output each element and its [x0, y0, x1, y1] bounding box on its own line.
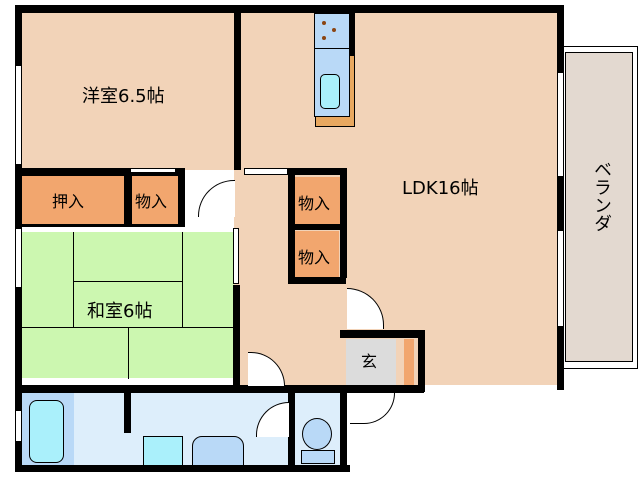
veranda — [560, 47, 638, 367]
toilet — [302, 418, 332, 450]
veranda-label: ベランダ — [591, 160, 612, 232]
western-room-label: 洋室6.5帖 — [82, 86, 165, 107]
stove-burner — [332, 28, 336, 32]
window — [557, 72, 564, 177]
window — [15, 410, 22, 442]
window — [15, 65, 22, 165]
wash-basin — [192, 436, 244, 466]
window — [15, 228, 22, 288]
sliding-door — [233, 228, 239, 284]
western-closet-label: 物入 — [135, 192, 168, 211]
toilet-tank — [301, 450, 335, 464]
japanese-room-label: 和室6帖 — [87, 301, 153, 322]
window — [557, 230, 564, 327]
door — [198, 180, 235, 217]
western-closet — [132, 176, 178, 224]
ldk-label: LDK16帖 — [402, 178, 479, 199]
stove-divider — [314, 48, 350, 49]
hall-closet-1-label: 物入 — [298, 194, 331, 213]
closet-door — [130, 168, 176, 173]
oshiire-closet — [22, 176, 124, 224]
hall-closet-2 — [295, 231, 339, 277]
bathtub — [29, 400, 64, 463]
stove-burner — [322, 36, 326, 40]
washing-machine — [143, 436, 183, 466]
hall-closet-1 — [295, 177, 345, 226]
oshiire-label: 押入 — [52, 192, 85, 211]
wall — [15, 5, 564, 13]
entrance-label: 玄 — [361, 352, 378, 371]
kitchen-sink — [320, 74, 340, 109]
shoe-cabinet — [404, 339, 414, 385]
sliding-door — [244, 168, 288, 175]
entrance — [346, 339, 396, 385]
hall-closet-2-label: 物入 — [298, 248, 331, 267]
western-room — [22, 13, 234, 170]
stove-burner — [322, 21, 326, 25]
entrance-door — [350, 393, 395, 424]
